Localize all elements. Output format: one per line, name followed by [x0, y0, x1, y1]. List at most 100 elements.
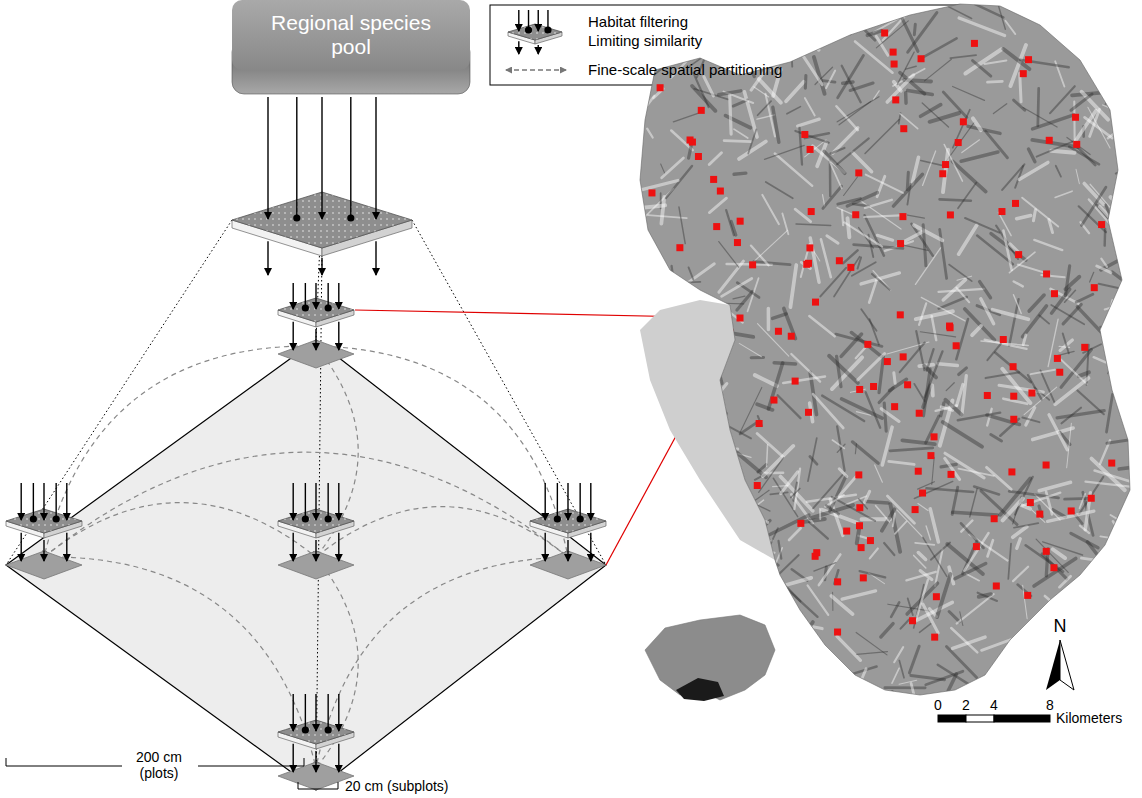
plot-location	[1000, 336, 1007, 343]
relief-stroke	[1107, 394, 1113, 432]
relief-stroke	[656, 442, 669, 477]
plot-location	[843, 528, 850, 535]
relief-stroke	[1096, 644, 1106, 666]
scale-unit: Kilometers	[1056, 710, 1122, 726]
relief-stroke	[1101, 259, 1107, 267]
plot-location	[953, 342, 960, 349]
plot-location	[1012, 200, 1019, 207]
flow-arrow	[315, 751, 316, 772]
relief-stroke	[746, 545, 778, 566]
relief-stroke	[1065, 277, 1079, 289]
filter-line	[557, 483, 558, 519]
flow-arrow	[66, 483, 67, 520]
relief-stroke	[718, 91, 740, 95]
relief-stroke	[882, 427, 892, 465]
relief-stroke	[778, 40, 788, 48]
plot-location	[973, 543, 980, 550]
relief-stroke	[1134, 492, 1142, 503]
filter-line	[327, 483, 328, 519]
relief-stroke	[870, 319, 879, 345]
relief-stroke	[664, 280, 672, 312]
relief-stroke	[956, 288, 969, 303]
relief-stroke	[759, 79, 781, 103]
relief-stroke	[1013, 295, 1021, 314]
relief-stroke	[843, 250, 857, 263]
relief-stroke	[814, 563, 836, 572]
relief-stroke	[834, 257, 860, 297]
plot-location	[1098, 221, 1105, 228]
flow-arrow	[315, 483, 316, 520]
relief-stroke	[1028, 375, 1042, 399]
plot-location	[1091, 284, 1098, 291]
relief-stroke	[856, 632, 887, 654]
scale-bar	[994, 715, 1050, 722]
relief-stroke	[908, 90, 933, 94]
relief-stroke	[949, 612, 959, 622]
relief-stroke	[679, 207, 685, 243]
flow-arrow	[590, 483, 591, 520]
relief-stroke	[955, 563, 986, 578]
relief-stroke	[820, 268, 846, 297]
relief-stroke	[837, 7, 848, 11]
relief-stroke	[1120, 625, 1129, 643]
filtered-species	[325, 726, 332, 733]
plot-location	[915, 468, 922, 475]
relief-stroke	[923, 225, 926, 266]
relief-stroke	[758, 101, 772, 115]
relief-stroke	[688, 281, 700, 283]
relief-stroke	[866, 175, 903, 193]
relief-stroke	[924, 369, 931, 416]
relief-stroke	[734, 173, 746, 174]
scale-bar	[938, 715, 966, 722]
map-outline	[640, 4, 1130, 695]
plot-location	[1068, 507, 1075, 514]
relief-stroke	[654, 567, 691, 593]
relief-stroke	[722, 279, 752, 297]
relief-stroke	[1077, 390, 1103, 414]
relief-stroke	[839, 469, 847, 477]
relief-stroke	[986, 372, 1019, 378]
relief-stroke	[1040, 370, 1054, 402]
relief-stroke	[1023, 654, 1048, 685]
relief-stroke	[787, 107, 801, 114]
relief-stroke	[1084, 587, 1095, 615]
filtered-species	[30, 515, 37, 522]
plot-location	[657, 84, 664, 91]
relief-stroke	[1071, 94, 1092, 110]
relief-stroke	[665, 380, 675, 383]
plot-location	[900, 125, 907, 132]
relief-stroke	[1075, 634, 1099, 650]
relief-stroke	[1115, 391, 1142, 397]
relief-stroke	[904, 93, 908, 104]
relief-stroke	[915, 248, 940, 284]
plot-location	[1024, 592, 1031, 599]
relief-stroke	[1022, 417, 1039, 422]
relief-stroke	[959, 368, 967, 375]
relief-stroke	[1116, 162, 1136, 174]
relief-stroke	[1020, 73, 1021, 102]
relief-stroke	[803, 519, 825, 522]
relief-stroke	[1065, 497, 1089, 501]
relief-stroke	[881, 409, 899, 422]
plot-location	[918, 55, 925, 62]
relief-stroke	[717, 532, 721, 545]
plate-dots	[508, 24, 562, 40]
scale-number: 8	[1046, 697, 1054, 713]
plot-location	[891, 61, 898, 68]
filter-line	[296, 97, 297, 218]
relief-stroke	[1098, 613, 1100, 658]
relief-stroke	[734, 129, 748, 138]
relief-stroke	[897, 510, 923, 537]
plot-location	[1054, 355, 1061, 362]
relief-stroke	[1134, 562, 1140, 595]
relief-stroke	[945, 458, 960, 479]
relief-stroke	[739, 343, 761, 356]
relief-stroke	[1077, 307, 1110, 342]
relief-stroke	[685, 568, 717, 575]
relief-stroke	[652, 469, 662, 479]
relief-stroke	[903, 231, 923, 242]
relief-stroke	[836, 334, 882, 346]
relief-stroke	[824, 656, 833, 676]
relief-stroke	[930, 385, 934, 395]
